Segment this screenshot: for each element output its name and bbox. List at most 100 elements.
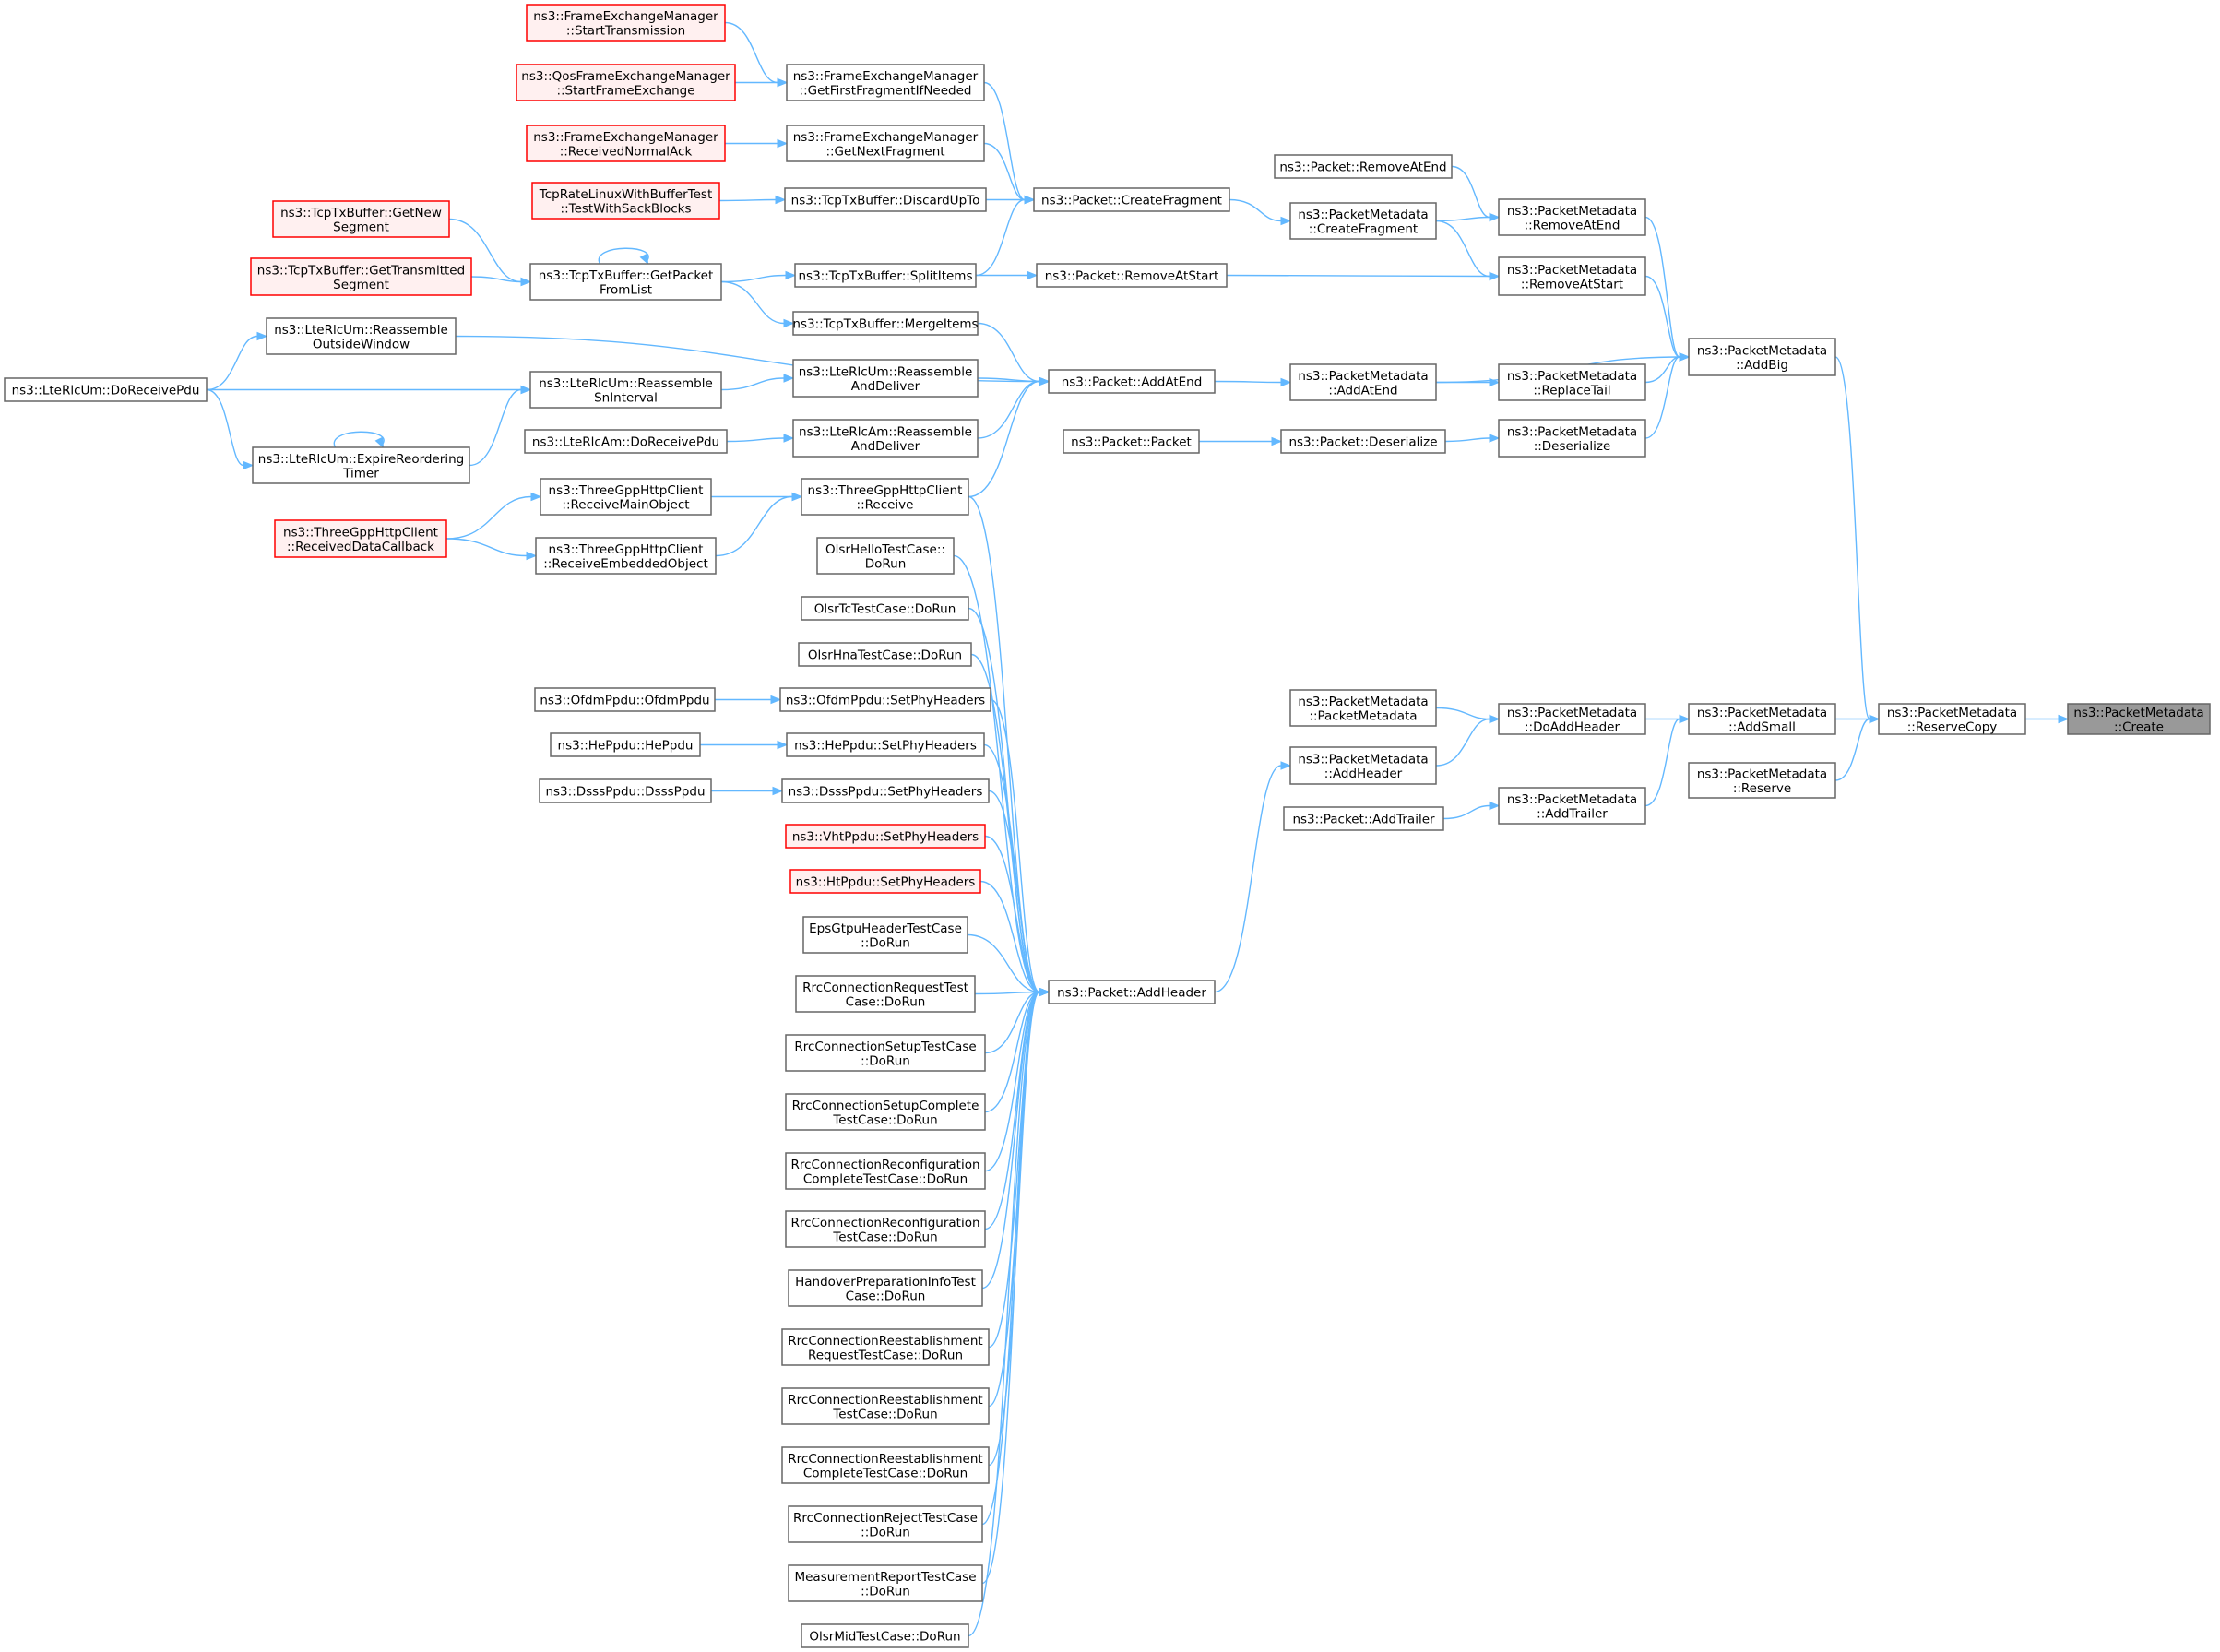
node-pm-addatend[interactable]: ns3::PacketMetadata::AddAtEnd <box>1289 363 1437 401</box>
node-tcp-discardupto[interactable]: ns3::TcpTxBuffer::DiscardUpTo <box>784 187 987 212</box>
node-http-callback[interactable]: ns3::ThreeGppHttpClient::ReceivedDataCal… <box>274 519 447 558</box>
edge <box>206 331 268 391</box>
node-box <box>788 1505 983 1543</box>
node-p-packet[interactable]: ns3::Packet::Packet <box>1063 429 1200 454</box>
node-label: ::ReceiveMainObject <box>562 497 689 512</box>
node-fem-getfirst[interactable]: ns3::FrameExchangeManager::GetFirstFragm… <box>786 64 985 101</box>
node-p-createfragment[interactable]: ns3::Packet::CreateFragment <box>1033 187 1230 212</box>
node-pm-packetmetadata[interactable]: ns3::PacketMetadata::PacketMetadata <box>1289 689 1437 727</box>
node-he-setphy[interactable]: ns3::HePpdu::SetPhyHeaders <box>786 732 985 757</box>
node-olsrtc[interactable]: OlsrTcTestCase::DoRun <box>801 596 969 621</box>
node-box <box>1280 429 1446 454</box>
node-measreport[interactable]: MeasurementReportTestCase::DoRun <box>788 1564 983 1602</box>
node-box <box>1289 363 1437 401</box>
node-reserve[interactable]: ns3::PacketMetadata::Reserve <box>1688 762 1836 799</box>
node-rrc-reject[interactable]: RrcConnectionRejectTestCase::DoRun <box>788 1505 983 1543</box>
node-label: ::AddAtEnd <box>1328 383 1397 398</box>
node-dsss-setphy[interactable]: ns3::DsssPpdu::SetPhyHeaders <box>781 778 990 803</box>
node-http-embedded[interactable]: ns3::ThreeGppHttpClient::ReceiveEmbedded… <box>535 537 717 575</box>
node-fem-starttx[interactable]: ns3::FrameExchangeManager::StartTransmis… <box>526 4 726 42</box>
edge-line <box>979 880 1040 993</box>
node-label: ::AddHeader <box>1324 767 1403 781</box>
node-rrc-reestcomplete[interactable]: RrcConnectionReestablishmentCompleteTest… <box>781 1446 990 1484</box>
node-tcprate[interactable]: TcpRateLinuxWithBufferTest::TestWithSack… <box>531 182 720 220</box>
node-olsrmid[interactable]: OlsrMidTestCase::DoRun <box>801 1623 969 1648</box>
edge <box>983 142 1036 205</box>
node-box <box>798 642 972 667</box>
node-label: ns3::PacketMetadata <box>1298 369 1428 384</box>
node-http-receive[interactable]: ns3::ThreeGppHttpClient::Receive <box>801 478 969 516</box>
edge-line <box>981 991 1040 1585</box>
node-vht-setphy[interactable]: ns3::VhtPpdu::SetPhyHeaders <box>785 824 986 849</box>
node-rrc-reconfcomplete[interactable]: RrcConnectionReconfigurationCompleteTest… <box>785 1152 986 1190</box>
node-pm-doaddheader[interactable]: ns3::PacketMetadata::DoAddHeader <box>1498 703 1646 735</box>
node-http-mainobj[interactable]: ns3::ThreeGppHttpClient::ReceiveMainObje… <box>540 478 712 516</box>
node-p-deserialize[interactable]: ns3::Packet::Deserialize <box>1280 429 1446 454</box>
edge-line <box>1834 718 1870 781</box>
node-pm-addheader[interactable]: ns3::PacketMetadata::AddHeader <box>1289 746 1437 785</box>
edge <box>715 695 782 705</box>
node-tcp-mergeitems[interactable]: ns3::TcpTxBuffer::MergeItems <box>792 311 979 336</box>
node-box <box>1289 202 1437 240</box>
node-label: RrcConnectionSetupTestCase <box>794 1040 976 1054</box>
edge <box>711 786 784 796</box>
node-p-removeatend[interactable]: ns3::Packet::RemoveAtEnd <box>1274 154 1453 179</box>
node-ofdm-setphy[interactable]: ns3::OfdmPpdu::SetPhyHeaders <box>779 687 991 712</box>
node-p-addtrailer[interactable]: ns3::Packet::AddTrailer <box>1283 806 1444 831</box>
node-qfem-start[interactable]: ns3::QosFrameExchangeManager::StartFrame… <box>516 64 736 101</box>
edge <box>977 376 1051 439</box>
node-label: ns3::PacketMetadata <box>1507 424 1637 439</box>
node-box <box>534 687 716 712</box>
node-rrc-reest[interactable]: RrcConnectionReestablishmentTestCase::Do… <box>781 1387 990 1425</box>
node-fem-recvack[interactable]: ns3::FrameExchangeManager::ReceivedNorma… <box>526 125 726 162</box>
node-p-removeatstart[interactable]: ns3::Packet::RemoveAtStart <box>1036 263 1228 288</box>
node-pm-deserialize[interactable]: ns3::PacketMetadata::Deserialize <box>1498 419 1646 458</box>
node-create[interactable]: ns3::PacketMetadata::Create <box>2067 703 2211 735</box>
node-label: OlsrHnaTestCase::DoRun <box>808 648 962 663</box>
edge-line <box>984 991 1040 1054</box>
node-pm-removeatend[interactable]: ns3::PacketMetadata::RemoveAtEnd <box>1498 198 1646 236</box>
node-epsgtpu[interactable]: EpsGtpuHeaderTestCase::DoRun <box>802 916 968 954</box>
node-pm-replacetail[interactable]: ns3::PacketMetadata::ReplaceTail <box>1498 363 1646 401</box>
node-he-ctor[interactable]: ns3::HePpdu::HePpdu <box>550 732 701 757</box>
edge <box>598 247 649 266</box>
node-box <box>792 419 979 458</box>
node-olsrhna[interactable]: OlsrHnaTestCase::DoRun <box>798 642 972 667</box>
node-p-addheader[interactable]: ns3::Packet::AddHeader <box>1048 980 1216 1004</box>
node-reservecopy[interactable]: ns3::PacketMetadata::ReserveCopy <box>1878 703 2026 735</box>
node-am-doreceive[interactable]: ns3::LteRlcAm::DoReceivePdu <box>524 429 728 454</box>
node-pm-createfragment[interactable]: ns3::PacketMetadata::CreateFragment <box>1289 202 1437 240</box>
node-pm-addtrailer[interactable]: ns3::PacketMetadata::AddTrailer <box>1498 787 1646 825</box>
node-label: ns3::HtPpdu::SetPhyHeaders <box>796 875 976 890</box>
node-box <box>1289 746 1437 785</box>
node-rrc-setup[interactable]: RrcConnectionSetupTestCase::DoRun <box>785 1034 986 1072</box>
edge-line <box>470 276 522 283</box>
node-rrc-setupcomplete[interactable]: RrcConnectionSetupCompleteTestCase::DoRu… <box>785 1093 986 1131</box>
node-pm-removeatstart[interactable]: ns3::PacketMetadata::RemoveAtStart <box>1498 256 1646 296</box>
node-rrc-reestreq[interactable]: RrcConnectionReestablishmentRequestTestC… <box>781 1328 990 1366</box>
node-addsmall[interactable]: ns3::PacketMetadata::AddSmall <box>1688 703 1836 735</box>
node-rrc-reconf[interactable]: RrcConnectionReconfigurationTestCase::Do… <box>785 1210 986 1248</box>
node-label: CompleteTestCase::DoRun <box>803 1466 968 1480</box>
node-ofdm-ctor[interactable]: ns3::OfdmPpdu::OfdmPpdu <box>534 687 716 712</box>
node-ht-setphy[interactable]: ns3::HtPpdu::SetPhyHeaders <box>789 869 981 894</box>
node-olsrhello[interactable]: OlsrHelloTestCase::DoRun <box>816 537 955 575</box>
node-um-doreceive[interactable]: ns3::LteRlcUm::DoReceivePdu <box>4 377 208 402</box>
node-p-addatend[interactable]: ns3::Packet::AddAtEnd <box>1048 369 1216 394</box>
node-fem-getnext[interactable]: ns3::FrameExchangeManager::GetNextFragme… <box>786 125 985 162</box>
node-label: ::DoAddHeader <box>1525 719 1620 734</box>
edge <box>206 385 532 395</box>
node-addbig[interactable]: ns3::PacketMetadata::AddBig <box>1688 338 1836 376</box>
node-dsss-ctor[interactable]: ns3::DsssPpdu::DsssPpdu <box>539 778 712 803</box>
node-tcp-splititems[interactable]: ns3::TcpTxBuffer::SplitItems <box>794 263 977 288</box>
